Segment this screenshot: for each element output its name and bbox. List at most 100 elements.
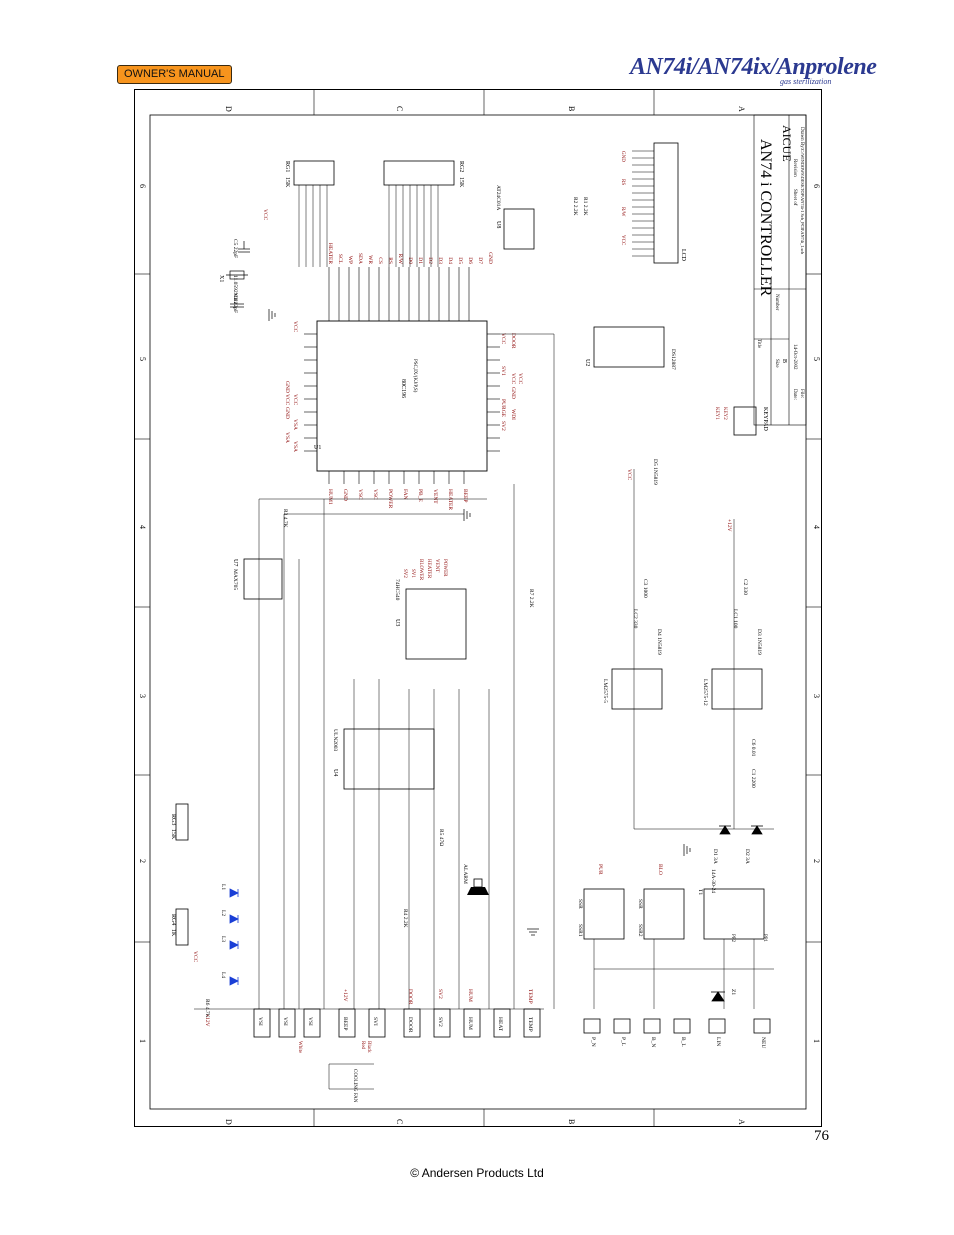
u1-net-vcc-3: VCC [517, 373, 523, 385]
keypad-ref: KEYPAD [762, 407, 768, 431]
size-label: Size [774, 359, 779, 368]
lcd-connector: LCD [632, 142, 686, 264]
c1-label: C1 2200 [750, 769, 756, 788]
u1-net-heater-top: HEATER [327, 243, 333, 264]
u3-net-blower: BLOWER [418, 559, 423, 581]
u1-net-cs: CS [377, 257, 383, 264]
u1-left-gnd-2: GND [284, 407, 290, 419]
r3-label: R3 4.7K [282, 509, 288, 528]
conn-b-n: B_N [650, 1037, 656, 1047]
u1-note: PSC,IX/(KJ/P,S) [412, 359, 417, 393]
u3-ref: U3 [394, 619, 400, 626]
rg4-part: 1K [170, 929, 176, 937]
ground-icon [268, 309, 691, 936]
rg2-network: RG2 15K [383, 160, 464, 267]
u7-supervisor: U7 MAX705 [232, 558, 283, 600]
u6-regulator: LM2575-5 [602, 668, 663, 710]
led-l2: L2 [220, 910, 226, 916]
col-label-6-right: 6 [812, 184, 821, 188]
u2-rtc: U2 DS12887 [584, 326, 676, 370]
u1-left-vcc-3: VCC [292, 394, 298, 406]
keypad-pin-1: KEY1 [714, 407, 719, 420]
u1-net-d5: D5 [457, 257, 463, 264]
lcd-pin-gnd: GND [620, 151, 625, 162]
drawn-by-label: Drawn By: [799, 127, 804, 149]
c5-label: C5 22pF [232, 239, 238, 258]
conn-p-n: P_N [590, 1037, 596, 1047]
u3-net-sv2: SV2 [402, 569, 407, 578]
status-leds [229, 888, 239, 986]
u3-buffer: U3 74HC540 SV2 SV1 BLOWER HEATER VENT PO… [394, 559, 467, 660]
lcd-ref: LCD [680, 249, 686, 262]
logo-brand: AN74i/AN74ix/Anprolene [630, 54, 877, 80]
file-label: File: [799, 389, 804, 398]
rg3-part: 15K [170, 829, 176, 840]
u3-part: 74HC540 [394, 579, 400, 601]
bottom-connectors [253, 1008, 541, 1038]
conn-lin: LIN [715, 1037, 721, 1046]
u1-left-vcc-2: VCC [284, 394, 290, 406]
c6-label: C6 0.01 [750, 739, 756, 757]
u1-net-gnd-2: GND [510, 387, 516, 399]
t1-part: 14A-30-24 [710, 869, 716, 893]
u1-left-vsa-3: VSA [292, 441, 298, 452]
conn-b-l: B_L [680, 1037, 686, 1047]
rg1-vcc-net: VCC [262, 209, 268, 221]
led-l3: L3 [220, 936, 226, 942]
u1-net-rw: R/W [397, 254, 403, 265]
u1-microcontroller: U1 80C196 PSC,IX/(KJ/P,S) [304, 267, 500, 484]
conn-neu: NEU [760, 1037, 766, 1048]
ssr2-ref: SSR2 [637, 924, 643, 937]
c4-label: C4 22pF [232, 294, 238, 313]
cooling-fan-note: COOLING FAN [352, 1069, 357, 1103]
u3-net-power: POWER [442, 559, 447, 577]
u1-net-vcc: VCC [500, 333, 506, 345]
u1-net-d1: D1 [417, 257, 423, 264]
lc2-label: LC2 330 [632, 609, 638, 629]
date-value: 14-Oct-2002 [792, 344, 797, 370]
u8-eeprom: U8 AT24C01A [495, 185, 535, 250]
row-label-d-bottom: D [224, 1119, 233, 1125]
u8-ref: U8 [495, 221, 501, 228]
u1-net-vsc-2: VSC [372, 489, 378, 500]
d4-label: D4 1N5819 [656, 629, 662, 655]
u4-part: ULN2003 [332, 729, 338, 752]
sheet-label: Sheet of [792, 189, 797, 206]
revision-label: Revision [792, 159, 797, 177]
col-label-3-right: 3 [812, 694, 821, 698]
u1-part: 80C196 [400, 379, 406, 398]
col-label-2: 2 [138, 859, 147, 863]
rg2-ref: RG2 [458, 161, 464, 172]
u1-net-scl: SCL [337, 254, 343, 265]
schematic-wiring [194, 333, 774, 1010]
u1-net-rs: RS [387, 257, 393, 264]
row-label-c: C [395, 106, 404, 111]
ssr1-net: PUR [597, 864, 603, 875]
u8-part: AT24C01A [495, 185, 501, 210]
u1-net-hum1: HUM1 [327, 489, 333, 505]
row-label-b-bottom: B [567, 1119, 576, 1124]
u1-net-pb-e: PB_E [417, 489, 423, 502]
conn-svi: SVI [372, 1017, 378, 1026]
d3-label: D3 1N5819 [756, 629, 762, 655]
fan-red-note: Red [360, 1041, 365, 1050]
rg1-ref: RG1 [284, 161, 290, 172]
u1-net-d6: D6 [467, 257, 473, 264]
u1-net-purge: PURGE [500, 399, 506, 418]
u1-net-door: DOOR [510, 333, 516, 349]
conn-heat: HEAT [497, 1017, 503, 1032]
u1-net-gnd-top: GND [487, 252, 493, 264]
u3-net-sv1: SV1 [410, 569, 415, 578]
ssr1-label: SSR [577, 899, 583, 909]
col-label-5: 5 [138, 357, 147, 361]
d5-label: D5 1N5819 [652, 459, 658, 485]
net-vcc-rg4: VCC [192, 951, 198, 963]
conn-sv2: SV2 [437, 1017, 443, 1027]
u3-net-heater: HEATER [426, 559, 431, 579]
alarm-label: ALARM [462, 864, 468, 884]
r4-label: R4 2.2K [402, 909, 408, 928]
rg3-network: RG3 15K [170, 803, 189, 841]
r6-label: R6 4.7K [204, 999, 210, 1018]
rg4-ref: RG4 [170, 914, 176, 925]
u1-net-d2: D2 [427, 257, 433, 264]
